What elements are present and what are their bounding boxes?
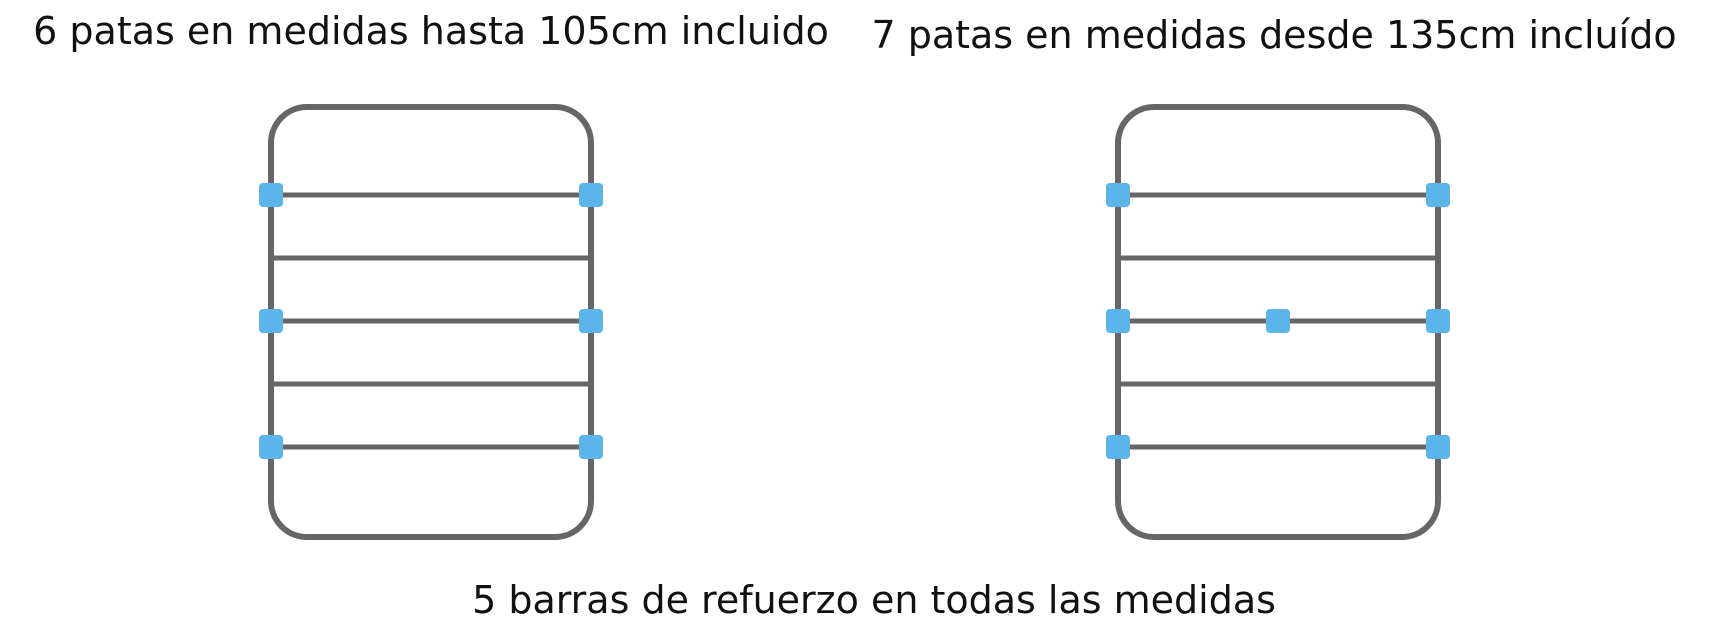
leg-marker bbox=[579, 435, 603, 459]
leg-marker bbox=[1426, 435, 1450, 459]
leg-marker bbox=[1106, 309, 1130, 333]
leg-marker bbox=[1426, 309, 1450, 333]
bed-frame-six-legs bbox=[259, 104, 603, 540]
leg-marker bbox=[1426, 183, 1450, 207]
leg-marker bbox=[1266, 309, 1290, 333]
leg-marker bbox=[259, 435, 283, 459]
bed-frame-seven-legs bbox=[1106, 104, 1450, 540]
leg-marker bbox=[259, 183, 283, 207]
caption-bottom: 5 barras de refuerzo en todas las medida… bbox=[472, 578, 1276, 622]
leg-marker bbox=[1106, 183, 1130, 207]
leg-marker bbox=[579, 183, 603, 207]
leg-marker bbox=[259, 309, 283, 333]
caption-left: 6 patas en medidas hasta 105cm incluido bbox=[33, 9, 829, 53]
caption-right: 7 patas en medidas desde 135cm incluído bbox=[871, 13, 1677, 57]
leg-marker bbox=[1106, 435, 1130, 459]
leg-marker bbox=[579, 309, 603, 333]
